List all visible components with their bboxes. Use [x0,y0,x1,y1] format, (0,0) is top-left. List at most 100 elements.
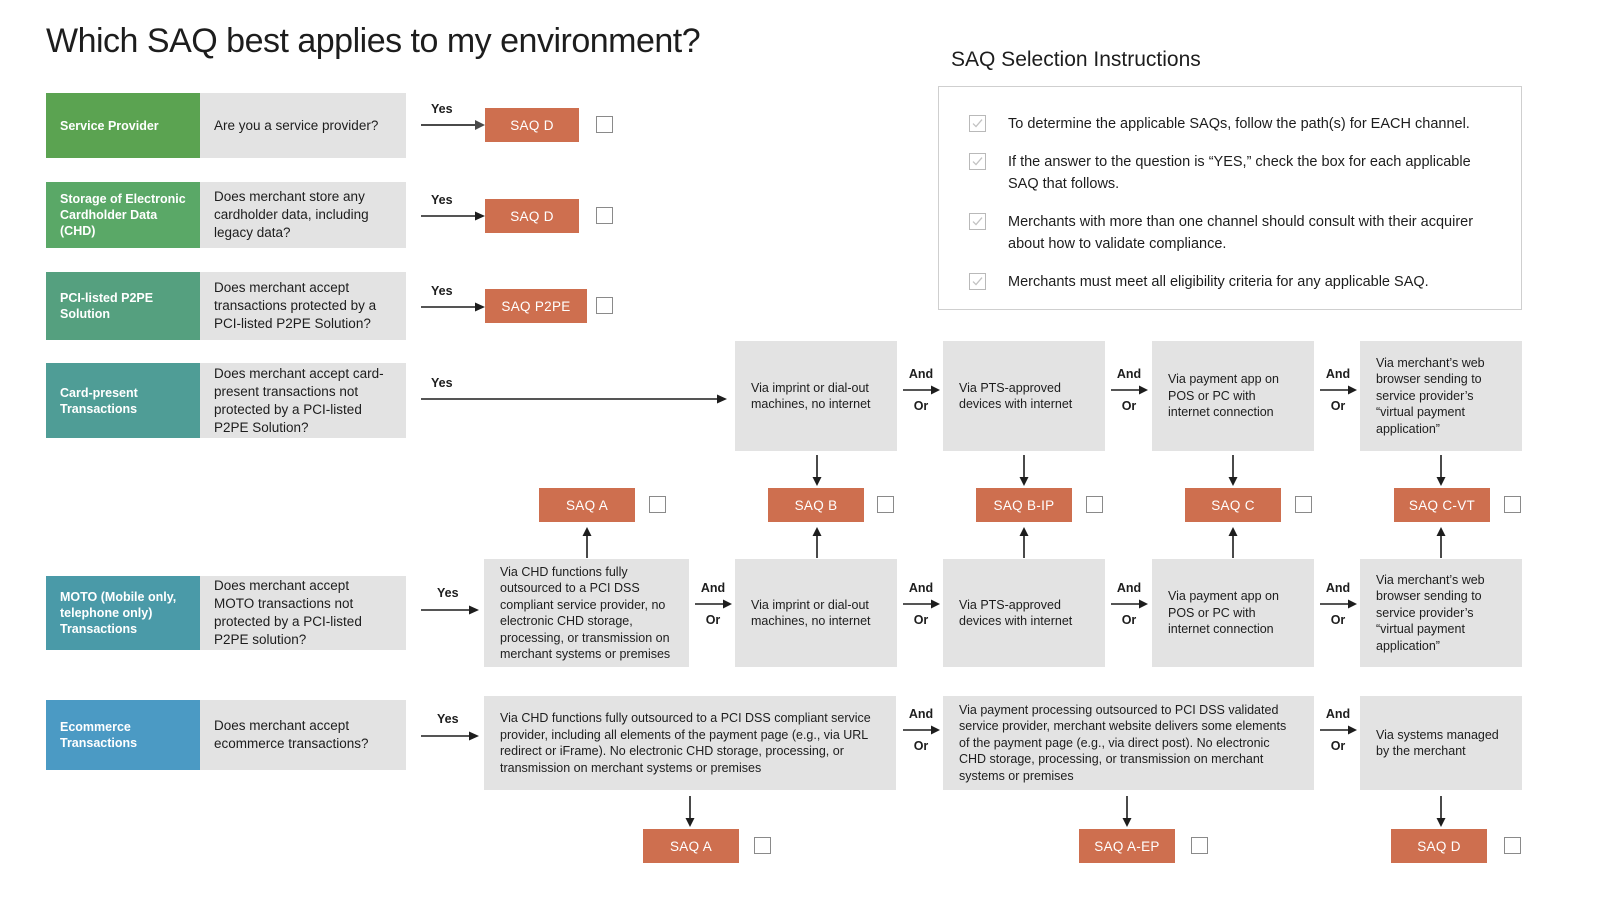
channel-question-service-provider: Are you a service provider? [200,93,406,158]
saq-checkbox-c[interactable] [1295,496,1312,513]
yes-label: Yes [437,586,459,600]
card-present-path-2: Via PTS-approved devices with internet [943,341,1105,451]
saq-result-a-ep[interactable]: SAQ A-EP [1079,829,1175,863]
saq-result-b[interactable]: SAQ B [768,488,864,522]
arrow-up [580,526,594,558]
saq-result-a-middle[interactable]: SAQ A [539,488,635,522]
yes-label: Yes [431,376,453,390]
channel-label-chd-storage: Storage of Electronic Cardholder Data (C… [46,182,200,248]
channel-label-ecommerce: Ecommerce Transactions [46,700,200,770]
saq-result-d-bottom[interactable]: SAQ D [1391,829,1487,863]
instruction-text: Merchants must meet all eligibility crit… [1008,274,1429,290]
checkmark-icon [969,273,986,290]
saq-result-d-1[interactable]: SAQ D [485,108,579,142]
checkmark-icon [969,213,986,230]
and-or-connector: And Or [1318,707,1358,765]
moto-path-4: Via payment app on POS or PC with intern… [1152,559,1314,667]
ecommerce-path-3: Via systems managed by the merchant [1360,696,1522,790]
saq-result-b-ip[interactable]: SAQ B-IP [976,488,1072,522]
arrow-right [421,118,487,132]
instruction-item: To determine the applicable SAQs, follow… [969,113,1491,135]
saq-checkbox-c-vt[interactable] [1504,496,1521,513]
and-or-connector: And Or [1109,367,1149,425]
channel-label-p2pe: PCI-listed P2PE Solution [46,272,200,340]
ecommerce-path-1: Via CHD functions fully outsourced to a … [484,696,896,790]
instruction-text: If the answer to the question is “YES,” … [1008,154,1471,192]
yes-label: Yes [431,284,453,298]
and-label: And [1325,707,1351,721]
instruction-text: Merchants with more than one channel sho… [1008,214,1474,252]
arrow-up [810,526,824,558]
saq-checkbox-d-1[interactable] [596,116,613,133]
and-or-connector: And Or [901,581,941,639]
saq-checkbox-a-ep[interactable] [1191,837,1208,854]
arrow-right [421,209,487,223]
and-label: And [700,581,726,595]
arrow-down [1434,796,1448,828]
moto-path-3: Via PTS-approved devices with internet [943,559,1105,667]
and-label: And [908,367,934,381]
saq-checkbox-b-ip[interactable] [1086,496,1103,513]
checkmark-icon [969,115,986,132]
channel-label-card-present: Card-present Transactions [46,363,200,438]
or-label: Or [913,739,929,753]
saq-checkbox-a-bottom[interactable] [754,837,771,854]
channel-question-chd-storage: Does merchant store any cardholder data,… [200,182,406,248]
or-label: Or [1330,613,1346,627]
and-label: And [1325,581,1351,595]
channel-question-ecommerce: Does merchant accept ecommerce transacti… [200,700,406,770]
saq-result-p2pe[interactable]: SAQ P2PE [485,289,587,323]
and-label: And [908,581,934,595]
and-label: And [1116,581,1142,595]
and-label: And [1116,367,1142,381]
instruction-text: To determine the applicable SAQs, follow… [1008,116,1470,132]
arrow-down [683,796,697,828]
saq-checkbox-a-middle[interactable] [649,496,666,513]
arrow-down [1434,455,1448,487]
and-or-connector: And Or [1318,581,1358,639]
yes-label: Yes [431,193,453,207]
channel-question-p2pe: Does merchant accept transactions protec… [200,272,406,340]
channel-question-card-present: Does merchant accept card-present transa… [200,363,406,438]
moto-path-2: Via imprint or dial-out machines, no int… [735,559,897,667]
card-present-path-1: Via imprint or dial-out machines, no int… [735,341,897,451]
arrow-right-long [421,392,729,406]
or-label: Or [913,613,929,627]
saq-result-a-bottom[interactable]: SAQ A [643,829,739,863]
arrow-right [421,603,481,617]
saq-result-c-vt[interactable]: SAQ C-VT [1394,488,1490,522]
and-label: And [908,707,934,721]
or-label: Or [705,613,721,627]
and-label: And [1325,367,1351,381]
saq-result-d-2[interactable]: SAQ D [485,199,579,233]
arrow-right [421,729,481,743]
card-present-path-4: Via merchant’s web browser sending to se… [1360,341,1522,451]
yes-label: Yes [431,102,453,116]
arrow-down [1017,455,1031,487]
moto-path-5: Via merchant’s web browser sending to se… [1360,559,1522,667]
saq-result-c[interactable]: SAQ C [1185,488,1281,522]
page-title: Which SAQ best applies to my environment… [46,22,701,60]
and-or-connector: And Or [901,707,941,765]
saq-checkbox-p2pe[interactable] [596,297,613,314]
and-or-connector: And Or [1109,581,1149,639]
and-or-connector: And Or [1318,367,1358,425]
arrow-up [1017,526,1031,558]
channel-question-moto: Does merchant accept MOTO transactions n… [200,576,406,650]
instruction-item: Merchants with more than one channel sho… [969,211,1491,255]
instructions-title: SAQ Selection Instructions [951,48,1201,71]
arrow-up [1226,526,1240,558]
or-label: Or [1121,399,1137,413]
arrow-right [421,300,487,314]
saq-checkbox-b[interactable] [877,496,894,513]
saq-checkbox-d-2[interactable] [596,207,613,224]
or-label: Or [1330,739,1346,753]
ecommerce-path-2: Via payment processing outsourced to PCI… [943,696,1314,790]
saq-checkbox-d-bottom[interactable] [1504,837,1521,854]
yes-label: Yes [437,712,459,726]
or-label: Or [1121,613,1137,627]
instruction-item: If the answer to the question is “YES,” … [969,151,1491,195]
checkmark-icon [969,153,986,170]
instruction-item: Merchants must meet all eligibility crit… [969,271,1491,293]
channel-label-moto: MOTO (Mobile only, telephone only) Trans… [46,576,200,650]
